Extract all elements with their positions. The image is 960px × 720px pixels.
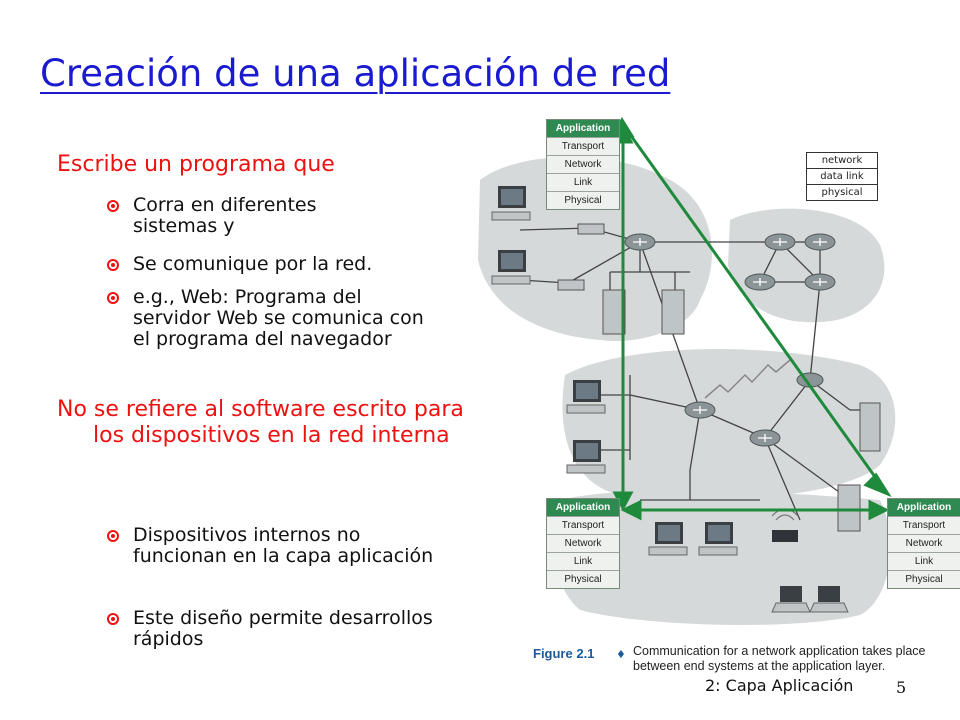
bullet-icon — [107, 613, 119, 625]
sub-point-1-3: e.g., Web: Programa del servidor Web se … — [107, 286, 443, 350]
stack-layer-application: Application — [888, 499, 960, 517]
diamond-icon: ♦ — [616, 648, 626, 661]
sub-point-text: Este diseño permite desarrollos rápidos — [133, 607, 433, 650]
server-icon — [837, 484, 861, 532]
stack-layer-network: Network — [547, 156, 619, 174]
stack-layer-link: Link — [888, 553, 960, 571]
figure-label: Figure 2.1 — [533, 646, 595, 661]
server-icon — [859, 402, 881, 452]
bullet-icon — [107, 292, 119, 304]
stack-layer-transport: Transport — [888, 517, 960, 535]
slide-title: Creación de una aplicación de red — [40, 52, 671, 95]
sub-point-text: Dispositivos internos no funcionan en la… — [133, 524, 434, 567]
legend-physical: physical — [821, 187, 863, 198]
router-layer-legend: network data link physical — [806, 152, 878, 201]
figure-caption: Communication for a network application … — [633, 644, 926, 673]
computer-icon — [566, 380, 606, 414]
network-region-top-left — [478, 156, 712, 341]
sub-point-text: Corra en diferentes sistemas y — [133, 194, 317, 237]
stack-layer-transport: Transport — [547, 517, 619, 535]
network-region-top-right — [728, 208, 885, 323]
stack-layer-application: Application — [547, 499, 619, 517]
access-point-icon — [772, 530, 798, 542]
computer-icon — [648, 522, 688, 556]
sub-point-text: e.g., Web: Programa del servidor Web se … — [133, 286, 424, 350]
computer-icon — [491, 186, 531, 221]
computer-icon — [491, 250, 531, 285]
stack-layer-transport: Transport — [547, 138, 619, 156]
modem-icon — [577, 223, 605, 235]
modem-icon — [557, 279, 585, 291]
computer-icons — [491, 186, 738, 556]
computer-icon — [698, 522, 738, 556]
sub-point-1-2: Se comunique por la red. — [107, 253, 443, 275]
stack-layer-physical: Physical — [564, 574, 602, 585]
protocol-stack-bottom-right: Application Transport Network Link Physi… — [887, 498, 960, 589]
legend-data-link: data link — [807, 169, 877, 185]
app-link-diagonal — [622, 125, 885, 489]
network-figure — [478, 117, 896, 626]
network-region-middle — [562, 348, 896, 500]
footer-text: 2: Capa Aplicación — [705, 676, 854, 695]
bullet-icon — [107, 530, 119, 542]
sub-point-2-1: Dispositivos internos no funcionan en la… — [107, 524, 443, 567]
sub-point-text: Se comunique por la red. — [133, 253, 373, 275]
legend-network: network — [807, 153, 877, 169]
sub-point-2-2: Este diseño permite desarrollos rápidos — [107, 607, 433, 650]
server-icon — [661, 289, 685, 335]
laptop-icon — [809, 586, 849, 613]
point-2: No se refiere al software escrito para l… — [57, 397, 464, 448]
computer-icon — [566, 440, 606, 474]
bullet-icon — [107, 259, 119, 271]
protocol-stack-bottom-left: Application Transport Network Link Physi… — [546, 498, 620, 589]
laptop-icons — [771, 586, 849, 613]
point-1: Escribe un programa que — [57, 152, 335, 177]
page-number: 5 — [896, 678, 907, 697]
sub-point-1-1: Corra en diferentes sistemas y — [107, 194, 403, 237]
stack-layer-link: Link — [547, 174, 619, 192]
stack-layer-application: Application — [547, 120, 619, 138]
network-region-bottom — [552, 490, 891, 626]
server-icon — [602, 289, 626, 335]
stack-layer-network: Network — [888, 535, 960, 553]
bullet-icon — [107, 200, 119, 212]
wireless-link — [704, 359, 791, 399]
stack-layer-link: Link — [547, 553, 619, 571]
protocol-stack-top: Application Transport Network Link Physi… — [546, 119, 620, 210]
stack-layer-physical: Physical — [564, 195, 602, 206]
stack-layer-network: Network — [547, 535, 619, 553]
stack-layer-physical: Physical — [905, 574, 943, 585]
